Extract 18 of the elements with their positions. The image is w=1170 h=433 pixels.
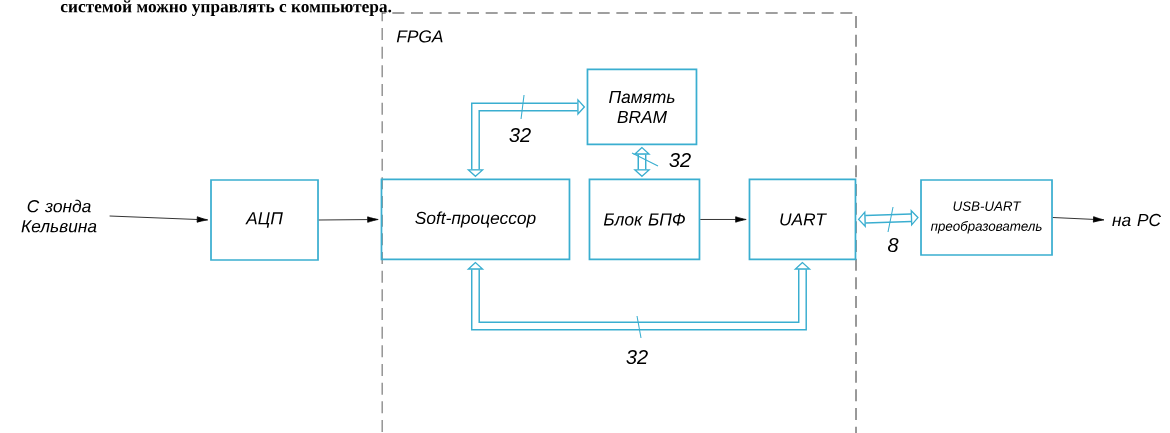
block-box: Блок БПФ bbox=[588, 178, 701, 261]
arrow bbox=[699, 216, 747, 223]
arrow bbox=[109, 215, 209, 223]
signal-text: на PC bbox=[1112, 213, 1162, 227]
block-box: UART bbox=[748, 178, 857, 261]
bus-arrow bbox=[857, 209, 919, 228]
edge-label: 8 bbox=[886, 236, 900, 254]
edge-label: 32 bbox=[624, 348, 650, 366]
arrow bbox=[318, 216, 379, 223]
block-box: Память BRAM bbox=[586, 68, 698, 146]
bus-arrow bbox=[633, 146, 651, 178]
edge-label: 32 bbox=[507, 126, 533, 144]
signal-text: С зонда Кельвина bbox=[21, 199, 97, 233]
block-box: АЦП bbox=[210, 179, 319, 261]
arrow bbox=[1052, 216, 1105, 223]
block-box: Soft-процессор bbox=[380, 178, 571, 261]
block-box: USB-UART преобразователь bbox=[920, 179, 1053, 256]
edge-label: 32 bbox=[667, 151, 693, 169]
